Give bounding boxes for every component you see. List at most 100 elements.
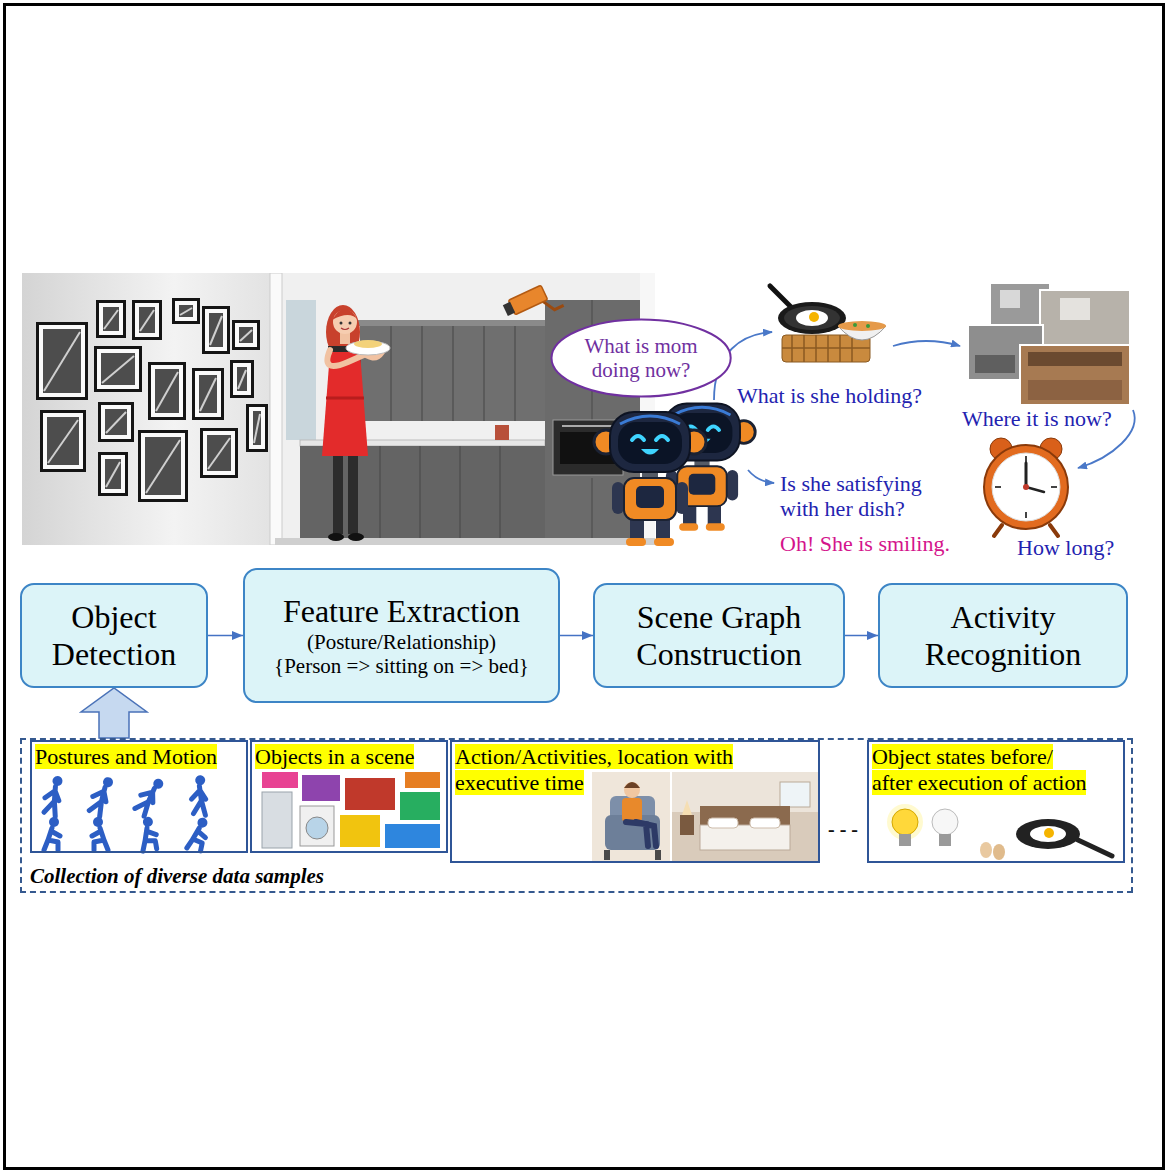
object-state-pictures — [980, 842, 992, 858]
activity-pictures — [624, 782, 640, 788]
answer-label: Oh! She is smiling. — [780, 531, 950, 556]
speech-bubble: What is mom doing now? — [550, 318, 732, 398]
kitchen-scene — [22, 273, 655, 545]
photo-frame — [203, 431, 235, 475]
panel-heading: Action/Activities, location with executi… — [455, 744, 733, 795]
food-picture — [778, 302, 846, 334]
room-pictures — [975, 355, 1015, 373]
kitchen-scene — [300, 446, 545, 541]
objects-picture — [345, 778, 395, 810]
objects-picture — [302, 775, 340, 801]
question-label: What is she holding? — [737, 383, 922, 408]
photo-frame — [205, 309, 227, 351]
kitchen-scene — [355, 320, 550, 326]
room-pictures — [1020, 345, 1130, 405]
box-title: Scene Graph Construction — [607, 599, 831, 673]
kitchen-scene — [22, 273, 275, 545]
photo-frame — [105, 409, 127, 435]
photo-frame — [104, 310, 118, 329]
woman-figure — [354, 340, 382, 348]
activity-pictures — [780, 782, 810, 807]
woman-figure — [341, 328, 349, 330]
photo-frame — [200, 428, 238, 478]
woman-figure — [333, 456, 343, 534]
woman-figure — [326, 397, 364, 400]
sample-panel: Action/Activities, location with executi… — [450, 740, 820, 863]
photo-frame — [103, 307, 119, 331]
camera-icon — [503, 302, 515, 316]
photo-frame — [208, 438, 230, 469]
panel-heading: Postures and Motion — [35, 744, 217, 769]
data-collection-group: Postures and Motion Objects in a scene Act… — [20, 738, 1133, 893]
photo-frame — [179, 305, 193, 317]
activity-pictures — [655, 850, 661, 860]
photo-frame — [96, 300, 126, 338]
photo-frame — [132, 300, 162, 340]
room-pictures — [1000, 290, 1020, 308]
photo-frame — [44, 332, 80, 391]
activity-pictures — [604, 850, 610, 860]
woman-figure — [332, 309, 358, 320]
photo-frame — [192, 368, 224, 420]
photo-frame — [232, 320, 260, 350]
kitchen-scene — [562, 425, 614, 427]
food-picture — [809, 312, 819, 322]
photo-frame — [172, 298, 200, 324]
panel-heading: Objects in a scene — [255, 744, 414, 769]
food-picture — [770, 286, 790, 306]
photo-frame — [146, 440, 180, 493]
food-picture — [796, 310, 828, 326]
page-frame — [5, 5, 1164, 1169]
objects-picture — [385, 824, 440, 848]
photo-frame — [202, 306, 230, 354]
posture-figures — [190, 774, 211, 815]
room-pictures — [1028, 380, 1122, 400]
posture-figures — [187, 816, 210, 852]
food-picture — [838, 321, 886, 331]
robot-group — [594, 412, 706, 546]
posture-figures — [40, 774, 68, 816]
activity-pictures — [682, 800, 692, 815]
posture-figures — [92, 817, 108, 850]
photo-frame — [105, 459, 121, 489]
kitchen-scene — [270, 273, 282, 545]
photo-frame — [172, 298, 200, 324]
sample-panel: Objects in a scene — [250, 740, 448, 853]
woman-figure — [340, 322, 343, 325]
woman-figure — [322, 305, 390, 541]
process-box: Activity Recognition — [878, 583, 1128, 688]
photo-frame — [106, 412, 126, 433]
photo-frame — [238, 370, 246, 389]
photo-frame — [94, 346, 142, 392]
object-state-pictures — [899, 834, 911, 846]
photo-frame — [253, 411, 261, 445]
photo-frame — [145, 437, 181, 495]
photo-frame — [96, 300, 126, 338]
object-state-pictures — [939, 834, 951, 846]
activity-pictures — [592, 772, 818, 862]
clock-icon — [995, 456, 1057, 518]
photo-frame — [246, 404, 268, 452]
objects-picture — [262, 772, 298, 788]
woman-figure — [328, 533, 344, 541]
photo-frame — [94, 346, 142, 392]
photo-frame — [36, 322, 88, 400]
photo-frame — [151, 365, 183, 417]
food-picture — [770, 286, 886, 362]
photo-frame — [40, 410, 86, 472]
woman-figure — [348, 456, 358, 534]
photo-frame — [141, 433, 185, 499]
camera-icon — [508, 285, 547, 315]
photo-frame — [36, 322, 88, 400]
room-pictures — [968, 283, 1130, 405]
panel-heading-wrap: Action/Activities, location with executi… — [455, 744, 785, 797]
photo-frame — [239, 327, 253, 343]
objects-picture — [306, 817, 328, 839]
photo-frame — [102, 356, 134, 383]
objects-picture — [262, 772, 440, 848]
activity-pictures — [680, 815, 694, 835]
panel-heading-wrap: Postures and Motion — [35, 744, 243, 770]
group-caption: Collection of diverse data samples — [30, 864, 324, 888]
clock-icon — [1025, 463, 1028, 487]
woman-figure — [333, 310, 357, 334]
